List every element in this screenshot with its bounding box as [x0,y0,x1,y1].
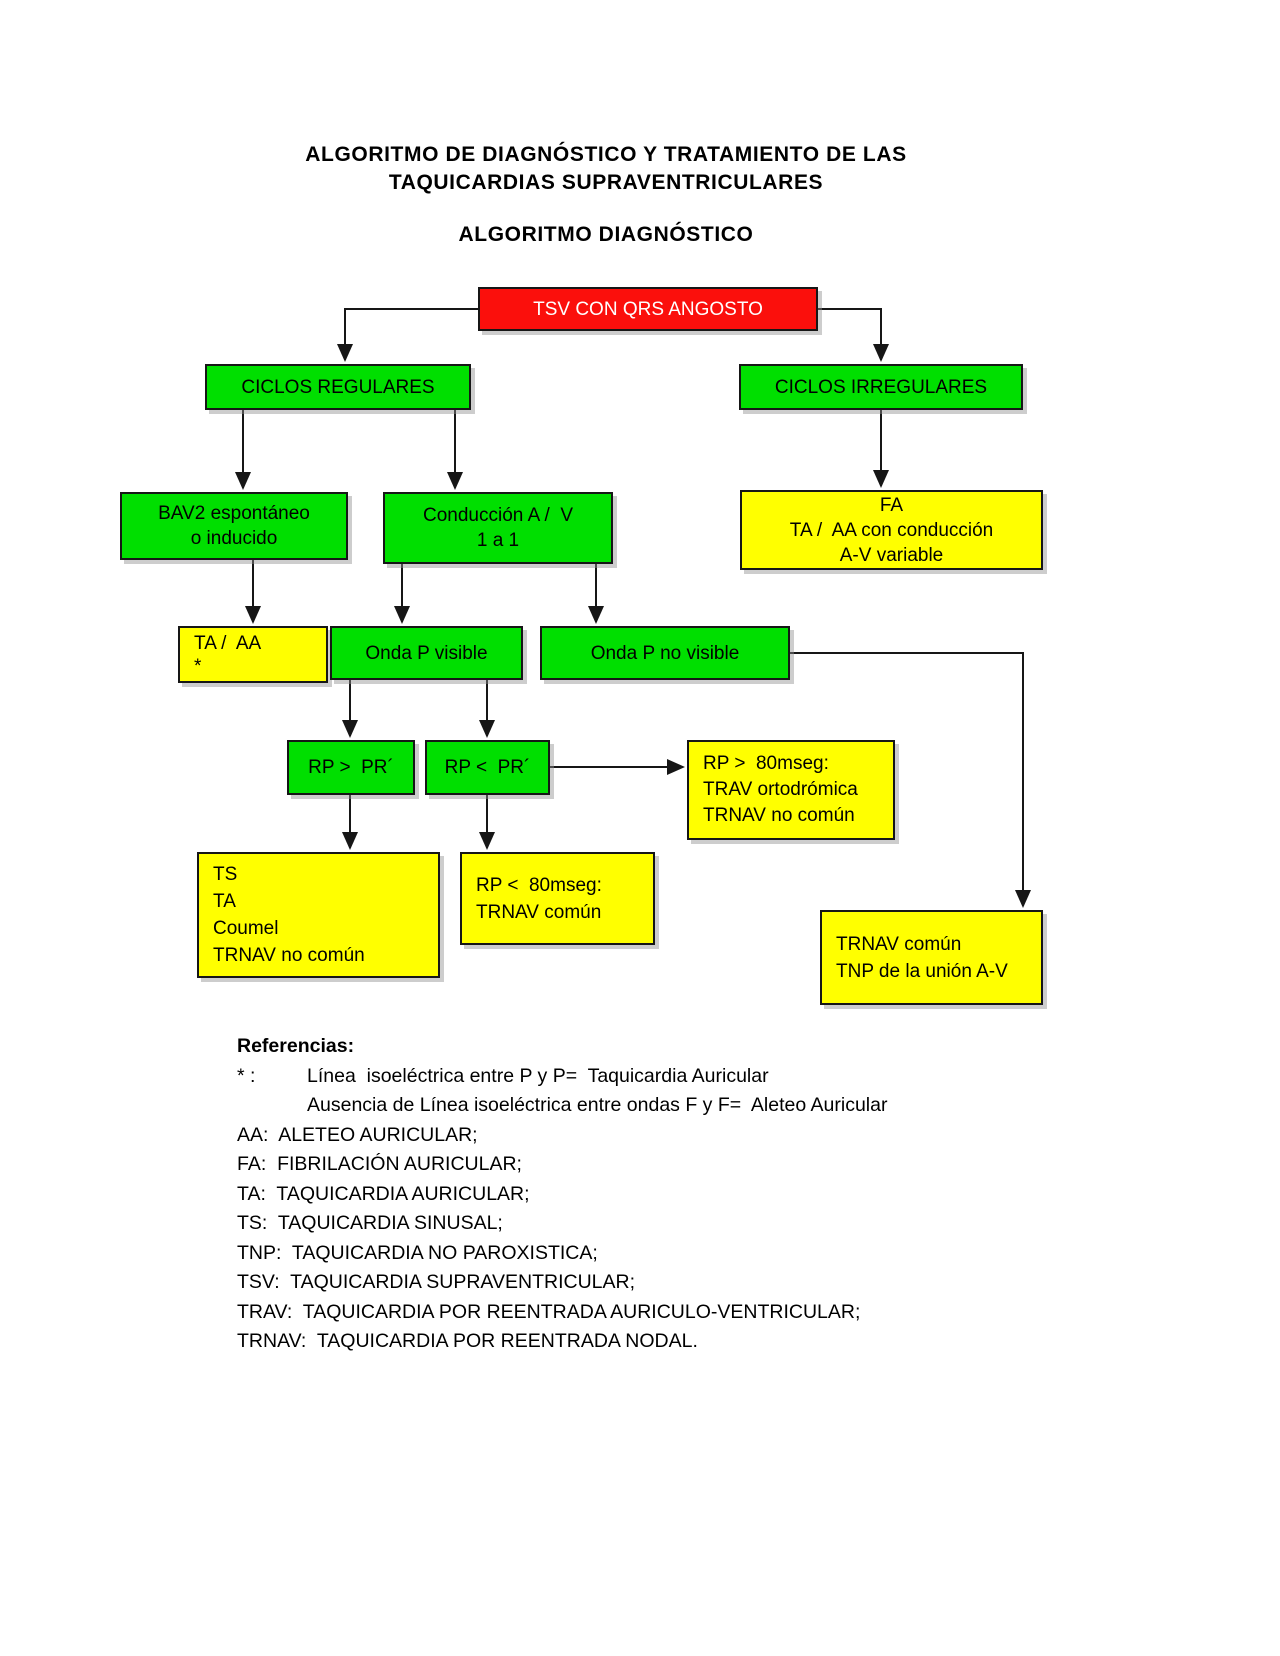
node-label: RP < 80mseg: [476,874,602,896]
node-rp-lt-80: RP < 80mseg: TRNAV común [460,852,655,945]
node-label: TA / AA con conducción [789,519,994,541]
reference-item: TSV: TAQUICARDIA SUPRAVENTRICULAR; [237,1271,636,1293]
reference-item: AA: ALETEO AURICULAR; [237,1123,478,1146]
reference-item: TRNAV: TAQUICARDIA POR REENTRADA NODAL. [237,1330,698,1352]
references-section: Referencias: * : Línea isoeléctrica entr… [237,1032,887,1357]
node-label: A-V variable [839,544,944,566]
page-title: ALGORITMO DE DIAGNÓSTICO Y TRATAMIENTO D… [0,141,1212,197]
reference-definition: Ausencia de Línea isoeléctrica entre ond… [307,1094,888,1116]
node-label: BAV2 espontáneo [158,503,310,524]
reference-definition: Línea isoeléctrica entre P y P= Taquicar… [307,1064,769,1087]
node-rp-lt-pr: RP < PR´ [425,740,550,795]
node-label: CICLOS IRREGULARES [774,376,988,398]
page-title-line2: TAQUICARDIAS SUPRAVENTRICULARES [388,171,824,194]
node-tsv-qrs-angosto: TSV CON QRS ANGOSTO [478,287,818,331]
node-onda-p-no-visible: Onda P no visible [540,626,790,680]
node-label: TRAV ortodrómica [703,779,858,800]
connector-tsv-irregulares [818,308,889,362]
node-rp-gt-80: RP > 80mseg: TRAV ortodrómica TRNAV no c… [687,740,895,840]
reference-asterisk: * : Línea isoeléctrica entre P y P= Taqu… [237,1062,887,1092]
node-label: Conducción A / V [423,505,573,526]
connector-tsv-regulares [337,308,478,362]
node-label: Coumel [213,918,279,939]
node-label: TRNAV no común [703,805,855,826]
node-label: Onda P no visible [590,642,740,664]
node-label: TA / AA [194,632,262,654]
node-onda-p-visible: Onda P visible [330,626,523,680]
references-heading: Referencias: [237,1035,355,1057]
node-label: TS [213,864,238,885]
reference-item: TS: TAQUICARDIA SINUSAL; [237,1212,503,1234]
node-label: RP < PR´ [444,757,531,778]
node-ts-ta-coumel: TS TA Coumel TRNAV no común [197,852,440,978]
node-label: TRNAV común [836,933,962,955]
node-label: FA [879,494,904,516]
node-rp-gt-pr: RP > PR´ [287,740,415,795]
node-label: TNP de la unión A-V [836,960,1008,982]
reference-item: FA: FIBRILACIÓN AURICULAR; [237,1153,522,1175]
reference-asterisk-cont: Ausencia de Línea isoeléctrica entre ond… [237,1091,887,1121]
node-label: TRNAV común [476,901,602,923]
node-trnav-tnp: TRNAV común TNP de la unión A-V [820,910,1043,1005]
node-label: RP > 80mseg: [703,753,829,774]
node-label: Onda P visible [365,642,488,664]
page-subtitle: ALGORITMO DIAGNÓSTICO [458,223,754,246]
node-conduccion-av: Conducción A / V 1 a 1 [383,492,613,564]
node-ciclos-irregulares: CICLOS IRREGULARES [739,364,1023,410]
node-bav2: BAV2 espontáneo o inducido [120,492,348,560]
reference-item: TNP: TAQUICARDIA NO PAROXISTICA; [237,1241,598,1264]
node-label: 1 a 1 [476,530,520,551]
node-ciclos-regulares: CICLOS REGULARES [205,364,471,410]
reference-item: TA: TAQUICARDIA AURICULAR; [237,1182,530,1205]
node-label: RP > PR´ [308,757,394,778]
node-label: o inducido [190,528,278,549]
node-label: TSV CON QRS ANGOSTO [533,298,763,320]
node-label: TA [213,891,236,912]
node-fa-ta-aa: FA TA / AA con conducción A-V variable [740,490,1043,570]
node-label: CICLOS REGULARES [241,376,435,398]
node-ta-aa-asterisk: TA / AA * [178,626,328,683]
reference-item: TRAV: TAQUICARDIA POR REENTRADA AURICULO… [237,1300,861,1323]
node-label: * [194,655,202,677]
page-title-line1: ALGORITMO DE DIAGNÓSTICO Y TRATAMIENTO D… [305,143,907,166]
reference-term-spacer [237,1091,307,1121]
node-label: TRNAV no común [213,945,365,966]
reference-term: * : [237,1064,256,1087]
